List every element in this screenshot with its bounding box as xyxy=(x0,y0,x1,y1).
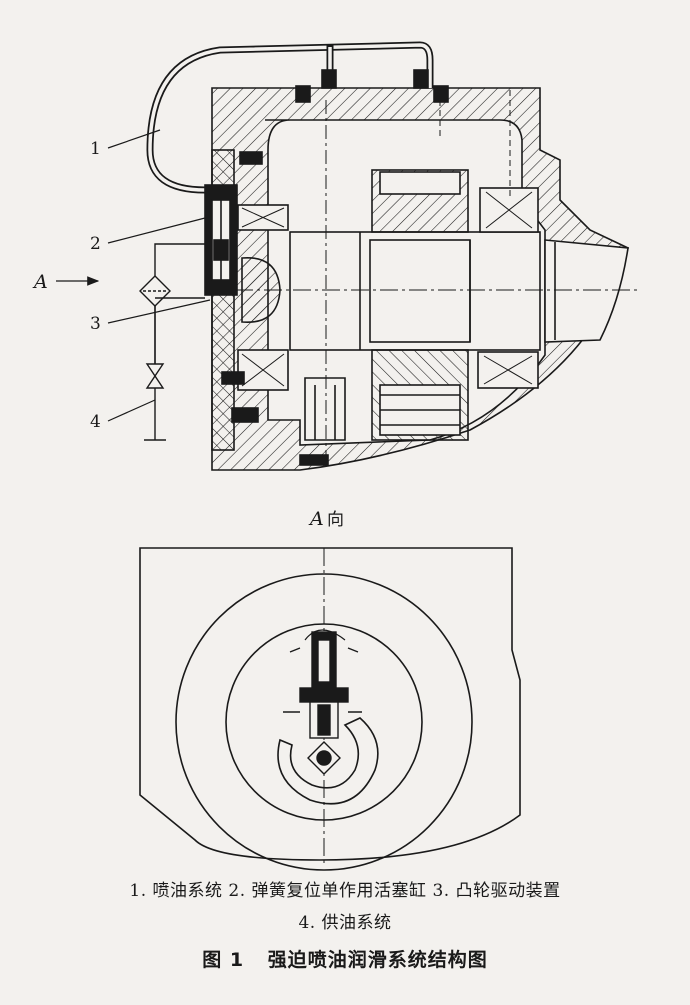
oil-supply-system xyxy=(139,243,205,441)
view-a-drawing xyxy=(139,547,521,871)
outer-ring xyxy=(175,573,473,871)
lower-tappet xyxy=(304,377,346,441)
legend-line-2: 4. 供油系统 xyxy=(298,913,392,933)
label-arrow-a: A xyxy=(32,271,48,293)
view-a-housing xyxy=(139,547,521,861)
label-3: 3 xyxy=(90,314,101,334)
view-a-piston xyxy=(283,629,362,775)
view-a-letter: A xyxy=(308,508,324,530)
gearbox-section xyxy=(146,41,640,471)
label-4: 4 xyxy=(90,412,101,432)
leader-2 xyxy=(107,217,206,244)
legend-line-1: 1. 喷油系统 2. 弹簧复位单作用活塞缸 3. 凸轮驱动装置 xyxy=(129,881,561,901)
nozzle-1 xyxy=(295,85,311,103)
figure-caption: 图 1 强迫喷油润滑系统结构图 xyxy=(0,945,690,972)
nozzle-2 xyxy=(321,69,337,89)
check-valve-icon xyxy=(145,363,165,389)
shaft-step xyxy=(369,239,471,343)
figure-number: 图 1 xyxy=(202,949,245,971)
figure-title: 强迫喷油润滑系统结构图 xyxy=(267,949,488,971)
label-2: 2 xyxy=(90,234,101,254)
label-1: 1 xyxy=(90,139,101,159)
inner-cam-profile xyxy=(277,717,379,805)
nozzle-3 xyxy=(413,69,429,89)
view-a-suffix: 向 xyxy=(327,510,344,530)
nozzle-4 xyxy=(433,85,449,103)
leader-1 xyxy=(107,129,161,149)
leader-3 xyxy=(107,299,211,324)
leader-4 xyxy=(107,399,156,422)
output-shaft xyxy=(544,239,629,343)
